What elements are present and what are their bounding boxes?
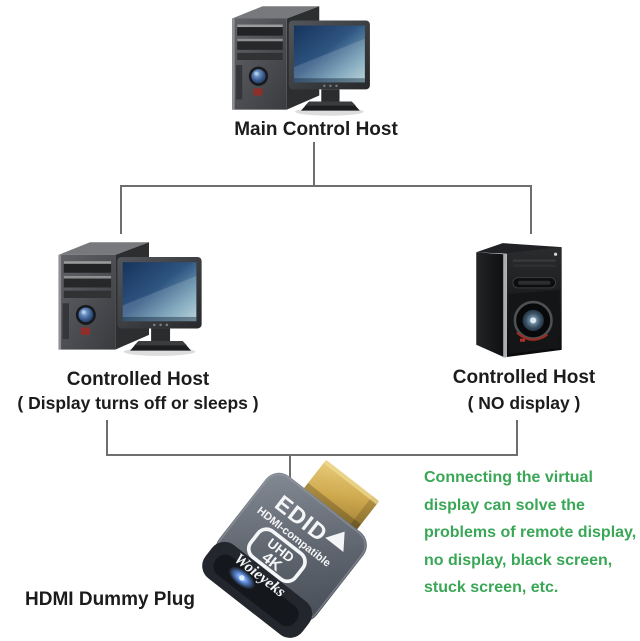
plug-label: HDMI Dummy Plug <box>25 589 195 610</box>
monitor-screen <box>122 262 197 322</box>
left-host-computer-icon <box>50 238 208 358</box>
connector-line-left-drop <box>120 185 122 234</box>
arrow-up-icon <box>325 531 345 552</box>
uhd-4k-badge <box>246 527 307 584</box>
note-text: Connecting the virtual display can solve… <box>424 464 640 602</box>
desktop-pc-icon <box>58 242 202 356</box>
connector-line-top-horizontal <box>120 185 532 187</box>
tower-side-face <box>476 252 504 357</box>
right-host-condition: ( NO display ) <box>467 393 581 413</box>
right-host-tower-icon <box>470 238 572 358</box>
power-led <box>253 88 263 96</box>
tower-pc-icon <box>476 243 562 358</box>
connector-line-plug-drop <box>289 454 291 479</box>
connector-line-main-vertical <box>313 142 315 186</box>
left-host-label: Controlled Host <box>66 369 210 390</box>
main-host-label: Main Control Host <box>234 119 398 140</box>
power-led <box>553 252 558 256</box>
connector-line-right-drop <box>530 185 532 234</box>
note-line: stuck screen, etc. <box>424 579 559 596</box>
monitor-screen <box>293 25 365 83</box>
tower-top-face <box>232 6 320 19</box>
note-line: problems of remote display, <box>424 524 637 541</box>
hdmi-dummy-plug-icon: EDID HDMI-compatible UHD 4K Woieyeks <box>202 459 380 638</box>
note-line: no display, black screen, <box>424 551 613 569</box>
hdmi-connector <box>302 460 379 532</box>
monitor-stand-neck <box>321 89 340 102</box>
note-line: display can solve the <box>424 496 585 514</box>
connector-line-bottom-horizontal <box>106 454 518 456</box>
left-host-condition: ( Display turns off or sleeps ) <box>17 393 259 413</box>
red-accent <box>516 331 549 341</box>
right-host-label: Controlled Host <box>452 367 596 388</box>
hdmi-dummy-plug-image: EDID HDMI-compatible UHD 4K Woieyeks <box>196 456 411 641</box>
note-line: Connecting the virtual <box>424 469 593 486</box>
connector-line-right-rise <box>516 420 518 456</box>
desktop-pc-icon <box>232 6 370 116</box>
main-host-computer-icon <box>224 2 376 118</box>
connector-line-left-rise <box>106 420 108 456</box>
